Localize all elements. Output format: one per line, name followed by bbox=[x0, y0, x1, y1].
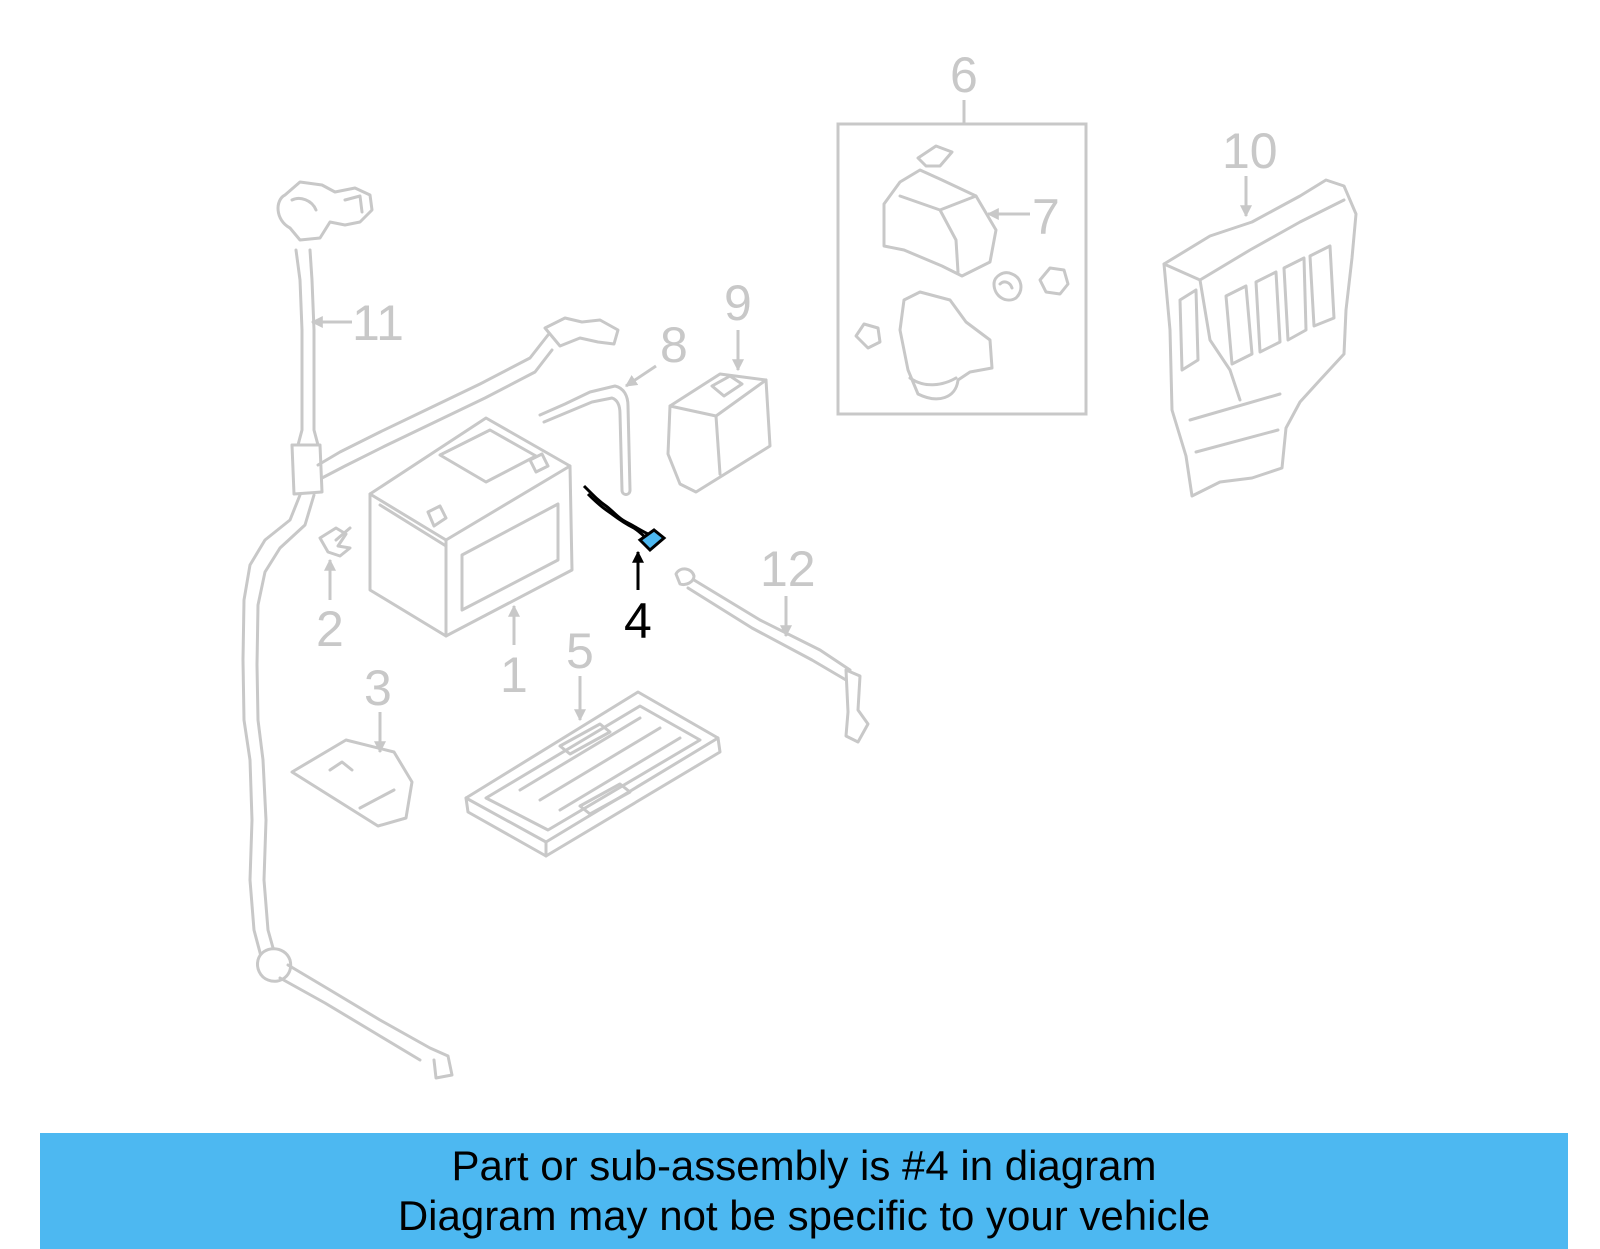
part-5-tray[interactable] bbox=[464, 676, 722, 858]
callout-11: 11 bbox=[352, 295, 404, 351]
callout-2: 2 bbox=[316, 601, 344, 657]
part-10-fuse-box[interactable] bbox=[1162, 176, 1358, 498]
callout-10: 10 bbox=[1222, 123, 1278, 179]
callout-7: 7 bbox=[1032, 189, 1060, 245]
callout-8: 8 bbox=[660, 317, 688, 373]
part-4-highlight bbox=[637, 528, 667, 553]
part-3-bracket[interactable] bbox=[290, 712, 414, 828]
part-12-ground-strap[interactable] bbox=[674, 567, 870, 744]
part-9-module[interactable] bbox=[666, 330, 772, 494]
callout-3: 3 bbox=[364, 660, 392, 716]
banner-line-1: Part or sub-assembly is #4 in diagram bbox=[451, 1142, 1157, 1189]
callout-4: 4 bbox=[624, 593, 652, 649]
callout-5: 5 bbox=[566, 623, 594, 679]
part-1-battery[interactable] bbox=[368, 416, 574, 645]
part-11-battery-cable[interactable] bbox=[241, 180, 620, 1080]
info-banner: Part or sub-assembly is #4 in diagram Di… bbox=[40, 1133, 1568, 1249]
callout-9: 9 bbox=[724, 275, 752, 331]
callout-6: 6 bbox=[950, 47, 978, 103]
part-8-vent-tube[interactable] bbox=[538, 364, 657, 496]
part-4-sensor[interactable] bbox=[582, 484, 667, 590]
part-6-assembly[interactable] bbox=[836, 100, 1088, 416]
banner-line-2: Diagram may not be specific to your vehi… bbox=[397, 1192, 1211, 1239]
callout-12: 12 bbox=[760, 541, 816, 597]
part-2-bolt[interactable] bbox=[318, 526, 352, 600]
callout-1: 1 bbox=[500, 647, 528, 703]
